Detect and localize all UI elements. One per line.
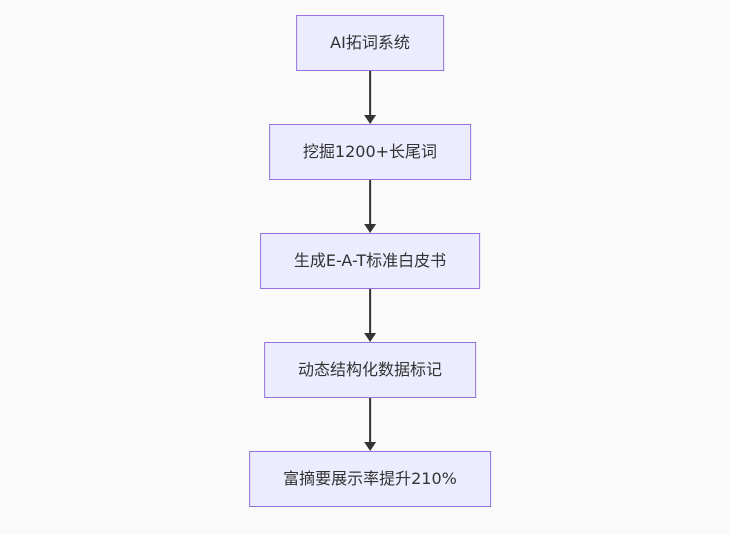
- flow-arrow: [364, 289, 376, 342]
- flow-node-n1: AI拓词系统: [296, 15, 444, 71]
- flow-arrow: [364, 180, 376, 233]
- arrowhead-down-icon: [364, 224, 376, 233]
- arrowhead-down-icon: [364, 115, 376, 124]
- flow-arrow: [364, 71, 376, 124]
- flow-node-n5: 富摘要展示率提升210%: [249, 451, 491, 507]
- flow-arrow: [364, 398, 376, 451]
- arrow-line: [369, 398, 371, 443]
- arrow-line: [369, 180, 371, 225]
- flow-node-n4: 动态结构化数据标记: [263, 342, 476, 398]
- arrow-line: [369, 71, 371, 116]
- arrowhead-down-icon: [364, 333, 376, 342]
- flow-node-n3: 生成E-A-T标准白皮书: [259, 233, 481, 289]
- arrowhead-down-icon: [364, 442, 376, 451]
- arrow-line: [369, 289, 371, 334]
- flowchart-column: AI拓词系统挖掘1200+长尾词生成E-A-T标准白皮书动态结构化数据标记富摘要…: [249, 15, 491, 507]
- flow-node-n2: 挖掘1200+长尾词: [268, 124, 472, 180]
